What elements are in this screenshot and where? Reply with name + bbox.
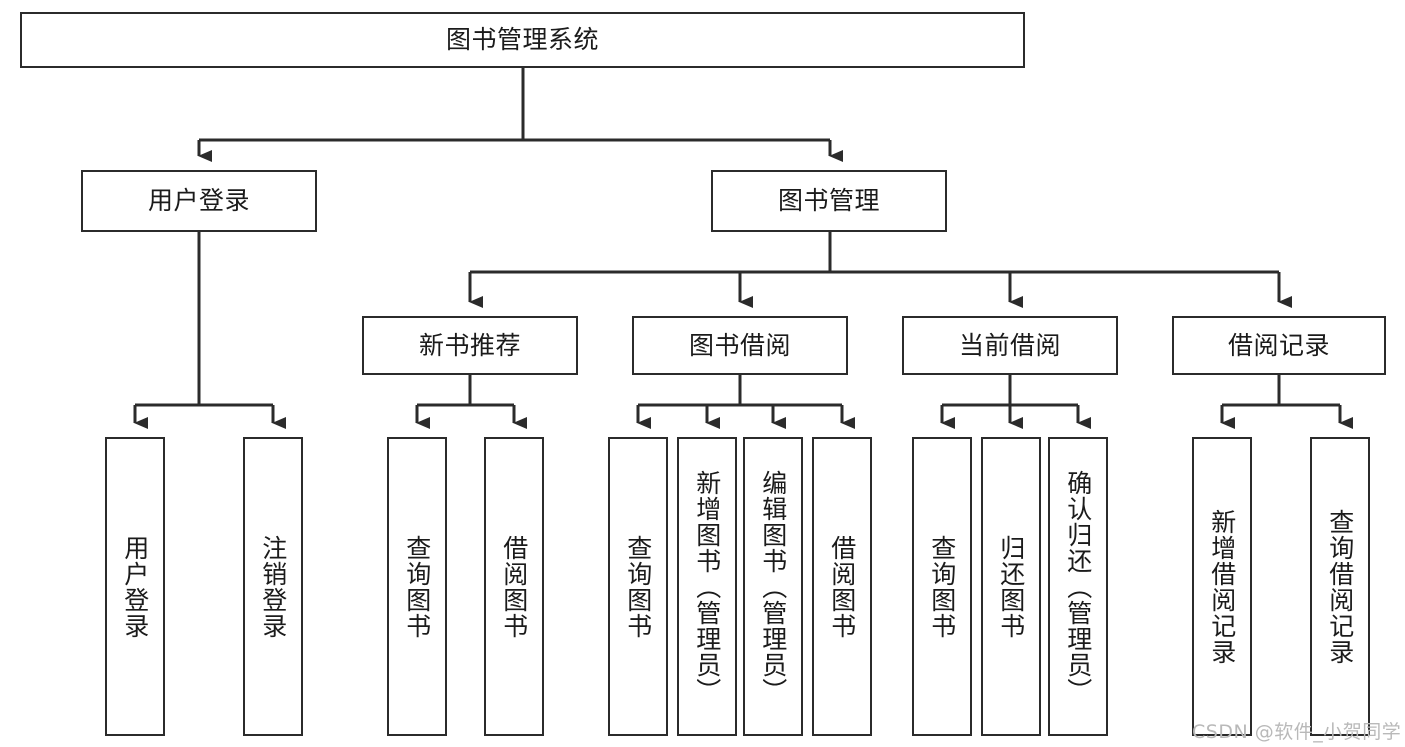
csdn-watermark: CSDN @软件_小贺同学 (1192, 721, 1402, 743)
leaf-user-login[interactable]: 用户登录 (105, 437, 165, 736)
leaf-query-book-recommend-label: 查询图书 (402, 534, 432, 639)
node-new-book-recommend-label: 新书推荐 (418, 330, 521, 360)
leaf-query-borrow-record[interactable]: 查询借阅记录 (1310, 437, 1370, 736)
node-book-borrow[interactable]: 图书借阅 (632, 316, 848, 375)
leaf-borrow-book-recommend[interactable]: 借阅图书 (484, 437, 544, 736)
node-current-borrow-label: 当前借阅 (958, 330, 1061, 360)
node-borrow-record-label: 借阅记录 (1227, 330, 1330, 360)
leaf-add-book-admin[interactable]: 新增图书（管理员） (677, 437, 737, 736)
leaf-borrow-book[interactable]: 借阅图书 (812, 437, 872, 736)
leaf-query-book-recommend[interactable]: 查询图书 (387, 437, 447, 736)
node-book-manage-label: 图书管理 (777, 186, 880, 216)
leaf-return-book-label: 归还图书 (996, 534, 1026, 639)
node-root-system-label: 图书管理系统 (445, 25, 599, 55)
leaf-return-book[interactable]: 归还图书 (981, 437, 1041, 736)
leaf-confirm-return-admin-label: 确认归还（管理员） (1063, 469, 1093, 704)
node-book-borrow-label: 图书借阅 (688, 330, 791, 360)
node-user-login[interactable]: 用户登录 (81, 170, 317, 232)
leaf-add-book-admin-label: 新增图书（管理员） (692, 469, 722, 704)
leaf-user-login-label: 用户登录 (120, 534, 150, 639)
leaf-query-book-current[interactable]: 查询图书 (912, 437, 972, 736)
leaf-logout[interactable]: 注销登录 (243, 437, 303, 736)
leaf-query-borrow-record-label: 查询借阅记录 (1325, 508, 1355, 665)
node-book-manage[interactable]: 图书管理 (711, 170, 947, 232)
leaf-edit-book-admin-label: 编辑图书（管理员） (758, 469, 788, 704)
node-borrow-record[interactable]: 借阅记录 (1172, 316, 1386, 375)
leaf-query-book-current-label: 查询图书 (927, 534, 957, 639)
leaf-logout-label: 注销登录 (258, 534, 288, 639)
node-user-login-label: 用户登录 (147, 186, 250, 216)
node-new-book-recommend[interactable]: 新书推荐 (362, 316, 578, 375)
leaf-add-borrow-record-label: 新增借阅记录 (1207, 508, 1237, 665)
leaf-confirm-return-admin[interactable]: 确认归还（管理员） (1048, 437, 1108, 736)
leaf-query-book-borrow-label: 查询图书 (623, 534, 653, 639)
leaf-add-borrow-record[interactable]: 新增借阅记录 (1192, 437, 1252, 736)
node-root-system[interactable]: 图书管理系统 (20, 12, 1025, 68)
leaf-borrow-book-recommend-label: 借阅图书 (499, 534, 529, 639)
leaf-edit-book-admin[interactable]: 编辑图书（管理员） (743, 437, 803, 736)
leaf-query-book-borrow[interactable]: 查询图书 (608, 437, 668, 736)
node-current-borrow[interactable]: 当前借阅 (902, 316, 1118, 375)
leaf-borrow-book-label: 借阅图书 (827, 534, 857, 639)
